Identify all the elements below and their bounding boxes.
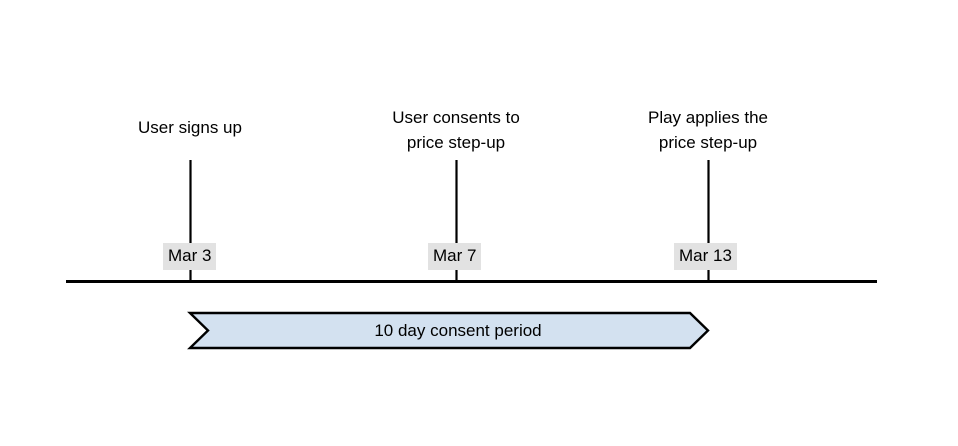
date-chip-apply-text: Mar 13 [679,246,732,265]
milestone-label-apply-line-2: price step-up [658,133,758,152]
milestone-label-signup-line-1: User signs up [138,118,242,137]
date-chip-signup-text: Mar 3 [168,246,212,265]
consent-period-label-text: 10 day consent period [374,321,542,340]
milestone-label-apply: Play applies the price step-up [558,105,858,155]
milestone-label-signup: User signs up [40,115,340,140]
milestone-label-consent: User consents to price step-up [306,105,606,155]
milestone-label-apply-line-1: Play applies the [647,108,769,127]
date-chip-signup: Mar 3 [163,243,217,270]
milestone-label-consent-line-2: price step-up [406,133,506,152]
date-chip-consent-text: Mar 7 [433,246,477,265]
milestone-label-consent-line-1: User consents to [392,108,520,127]
date-chip-apply: Mar 13 [674,243,737,270]
consent-period-arrow-shape [187,311,710,350]
date-chip-consent: Mar 7 [428,243,482,270]
consent-period-label: 10 day consent period [208,321,708,341]
